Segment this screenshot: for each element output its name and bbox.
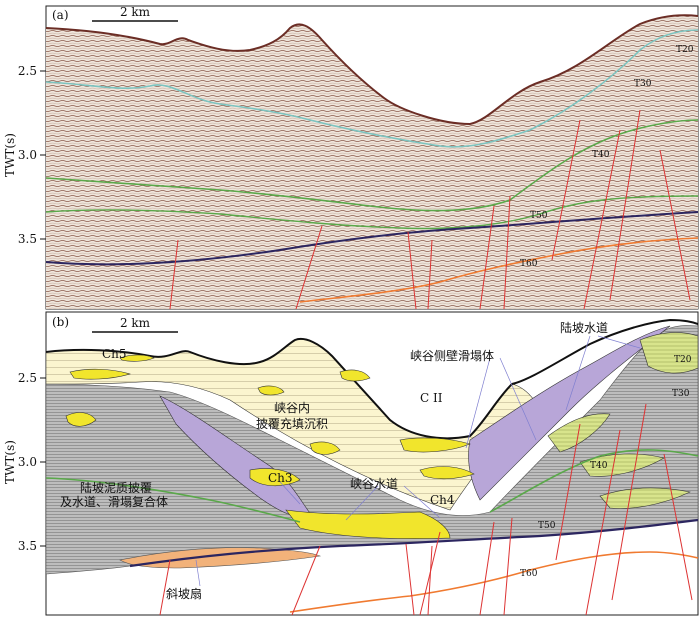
slope-channel-body-2 — [547, 413, 611, 453]
annotation-ch3: Ch3 — [268, 471, 293, 485]
y-axis-a: 2.5 3.0 3.5 TWT(s) — [3, 64, 46, 246]
slope-channel-body-1 — [639, 332, 698, 374]
y-tick-b-2: 3.0 — [18, 455, 37, 469]
canyon-channel-ch3 — [249, 468, 301, 487]
horizon-label-b-t30: T30 — [672, 389, 690, 399]
scale-bar-label-a: 2 km — [120, 5, 151, 19]
horizon-label-b-t50: T50 — [538, 521, 556, 531]
slope-channel-body-3 — [579, 453, 665, 477]
annotation-canyon-fill-line2: 披覆充填沉积 — [256, 416, 328, 431]
annotation-cii: C II — [420, 391, 443, 405]
horizon-label-a-t50: T50 — [530, 211, 548, 221]
annotation-slope-fan: 斜坡扇 — [166, 586, 202, 601]
y-tick-b-3: 3.5 — [18, 539, 37, 553]
panel-a: 2 km (a) T20 T30 T40 T50 T60 2.5 3.0 3.5… — [3, 5, 699, 310]
annotation-canyon-fill-line1: 峡谷内 — [274, 401, 310, 415]
panel-b: 2 km (b) Ch5 陆坡水道 峡谷侧壁滑塌体 峡谷内 披覆充填沉积 C I… — [3, 311, 699, 616]
scale-bar-label-b: 2 km — [120, 316, 151, 330]
scale-bar-b: 2 km — [92, 316, 178, 333]
horizon-label-a-t60: T60 — [520, 259, 538, 269]
y-axis-label-a: TWT(s) — [3, 133, 17, 177]
annotation-canyon-channel: 峡谷水道 — [350, 477, 398, 491]
seismic-section — [46, 15, 698, 309]
annotation-ch5: Ch5 — [102, 347, 127, 361]
y-tick-a-2: 3.0 — [18, 148, 37, 162]
scale-bar-a: 2 km — [92, 5, 178, 22]
y-tick-a-1: 2.5 — [18, 64, 37, 78]
ch5-fill — [69, 368, 132, 380]
annotation-slope-channel: 陆坡水道 — [560, 320, 608, 335]
slope-fan-body — [119, 547, 322, 569]
annotation-canyon-wall-slump: 峡谷侧壁滑塌体 — [410, 348, 494, 363]
horizon-label-b-t60: T60 — [520, 569, 538, 579]
horizon-label-a-t20: T20 — [676, 45, 694, 55]
annotation-slope-mud-line2: 及水道、滑塌复合体 — [60, 494, 168, 509]
y-axis-b: 2.5 3.0 3.5 TWT(s) — [3, 371, 46, 553]
panel-label-a: (a) — [52, 8, 69, 22]
horizon-label-b-t40: T40 — [590, 461, 608, 471]
canyon-channel-ch4 — [285, 509, 451, 539]
y-tick-b-1: 2.5 — [18, 371, 37, 385]
annotation-slope-mud-line1: 陆坡泥质披覆 — [80, 480, 152, 495]
y-axis-label-b: TWT(s) — [3, 440, 17, 484]
canyon-wall-slump-right — [468, 325, 671, 501]
y-tick-a-3: 3.5 — [18, 232, 37, 246]
horizon-label-a-t40: T40 — [592, 150, 610, 160]
horizon-label-b-t20: T20 — [674, 355, 692, 365]
slope-channel-body-4 — [599, 487, 691, 509]
horizon-label-a-t30: T30 — [634, 79, 652, 89]
annotation-ch4: Ch4 — [430, 493, 455, 507]
panel-label-b: (b) — [52, 315, 69, 329]
